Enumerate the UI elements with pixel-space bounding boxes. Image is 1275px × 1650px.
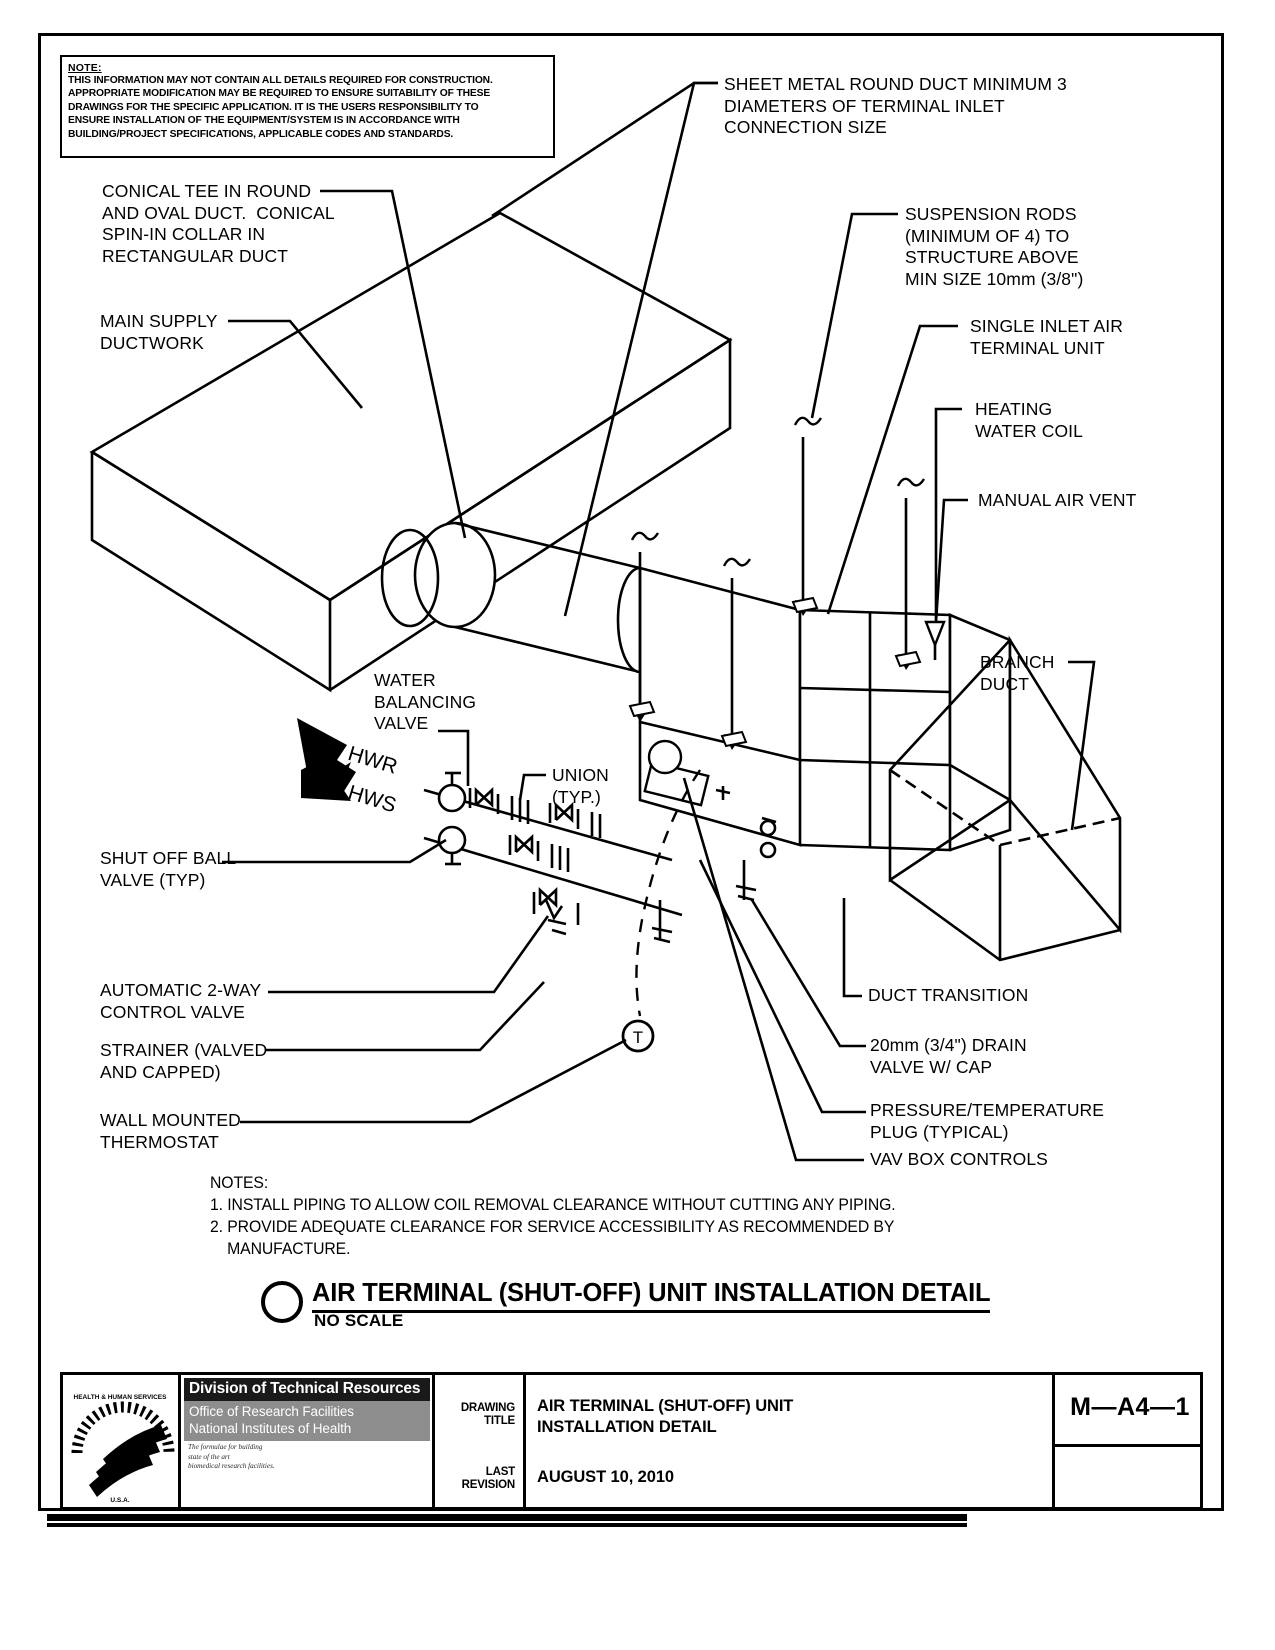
general-note-box: NOTE: THIS INFORMATION MAY NOT CONTAIN A… [60,55,555,158]
notes-item-1: 1. INSTALL PIPING TO ALLOW COIL REMOVAL … [210,1195,896,1214]
callout-pressure-temperature-plug: PRESSURE/TEMPERATURE PLUG (TYPICAL) [870,1100,1105,1142]
callout-sheet-metal-duct: SHEET METAL ROUND DUCT MINIMUM 3 DIAMETE… [724,74,1067,137]
title-block-divider-2 [432,1375,435,1507]
leader-lines [222,81,1096,1162]
nih-logo: HEALTH & HUMAN SERVICES U.S.A. [63,1375,178,1507]
callout-automatic-control-valve: AUTOMATIC 2-WAY CONTROL VALVE [100,980,262,1022]
brand-sub-line-2: National Institutes of Health [189,1420,352,1436]
callout-heating-water-coil: HEATING WATER COIL [975,399,1083,441]
callout-strainer: STRAINER (VALVED AND CAPPED) [100,1040,268,1082]
callout-main-supply-ductwork: MAIN SUPPLY DUCTWORK [100,311,218,353]
callout-branch-duct: BRANCH DUCT [980,652,1055,694]
note-line-2: APPROPRIATE MODIFICATION MAY BE REQUIRED… [68,88,491,100]
brand-fine-2: state of the art [188,1452,230,1461]
title-block-divider-4 [1052,1375,1055,1507]
brand-fine-3: biomedical research facilities. [188,1462,275,1470]
note-line-3: DRAWINGS FOR THE SPECIFIC APPLICATION. I… [68,101,479,113]
note-line-1: THIS INFORMATION MAY NOT CONTAIN ALL DET… [68,75,493,86]
sheet-edge-shadow-2 [47,1523,967,1527]
callout-drain-valve: 20mm (3/4") DRAIN VALVE W/ CAP [870,1035,1027,1077]
callout-vav-box-controls: VAV BOX CONTROLS [870,1149,1048,1169]
brand-subtitle: Office of Research Facilities National I… [184,1401,430,1441]
brand-fine-1: The formulae for building [188,1443,263,1451]
title-block-divider-3 [523,1375,526,1507]
sheet-edge-shadow-1 [47,1514,967,1521]
callout-duct-transition: DUCT TRANSITION [868,985,1029,1005]
title-block-divider-5 [1052,1444,1203,1447]
last-revision-caption: LAST REVISION [461,1466,516,1491]
brand-fine-print: The formulae for building state of the a… [184,1441,430,1472]
drawing-title-caption: DRAWING TITLE [460,1402,515,1427]
callout-union: UNION (TYP.) [552,765,609,807]
notes-item-2-cont: MANUFACTURE. [210,1239,351,1258]
svg-text:HEALTH & HUMAN SERVICES: HEALTH & HUMAN SERVICES [74,1394,168,1401]
notes-heading: NOTES: [210,1173,269,1192]
drawing-title-value: AIR TERMINAL (SHUT-OFF) UNIT INSTALLATIO… [537,1397,794,1436]
callout-water-balancing-valve: WATER BALANCING VALVE [374,670,477,733]
flow-arrows [297,718,356,801]
callout-single-inlet-terminal-unit: SINGLE INLET AIR TERMINAL UNIT [970,316,1123,358]
svg-text:U.S.A.: U.S.A. [110,1497,129,1504]
title-block-divider-1 [178,1375,181,1507]
notes-block: NOTES: 1. INSTALL PIPING TO ALLOW COIL R… [210,1172,932,1260]
callout-manual-air-vent: MANUAL AIR VENT [978,490,1137,510]
notes-item-2: 2. PROVIDE ADEQUATE CLEARANCE FOR SERVIC… [210,1217,895,1236]
note-line-4: ENSURE INSTALLATION OF THE EQUIPMENT/SYS… [68,115,460,127]
detail-reference-bubble [261,1281,303,1323]
detail-scale: NO SCALE [314,1311,404,1330]
brand-sub-line-1: Office of Research Facilities [189,1404,354,1419]
callout-wall-mounted-thermostat: WALL MOUNTED THERMOSTAT [100,1110,241,1152]
callout-conical-tee: CONICAL TEE IN ROUND AND OVAL DUCT. CONI… [102,181,335,266]
detail-title: AIR TERMINAL (SHUT-OFF) UNIT INSTALLATIO… [312,1279,991,1313]
note-line-5: BUILDING/PROJECT SPECIFICATIONS, APPLICA… [68,128,454,140]
sheet-number: M—A4—1 [1070,1393,1190,1421]
note-heading: NOTE: [68,62,102,74]
callout-suspension-rods: SUSPENSION RODS (MINIMUM OF 4) TO STRUCT… [905,204,1084,289]
title-block [60,1372,1203,1510]
last-revision-value: AUGUST 10, 2010 [537,1468,674,1486]
brand-title: Division of Technical Resources [184,1378,430,1401]
dtr-brand-block: Division of Technical Resources Office o… [184,1378,430,1504]
callout-shut-off-ball-valve: SHUT OFF BALL VALVE (TYP) [100,848,237,890]
thermostat-symbol-letter: T [633,1028,643,1047]
